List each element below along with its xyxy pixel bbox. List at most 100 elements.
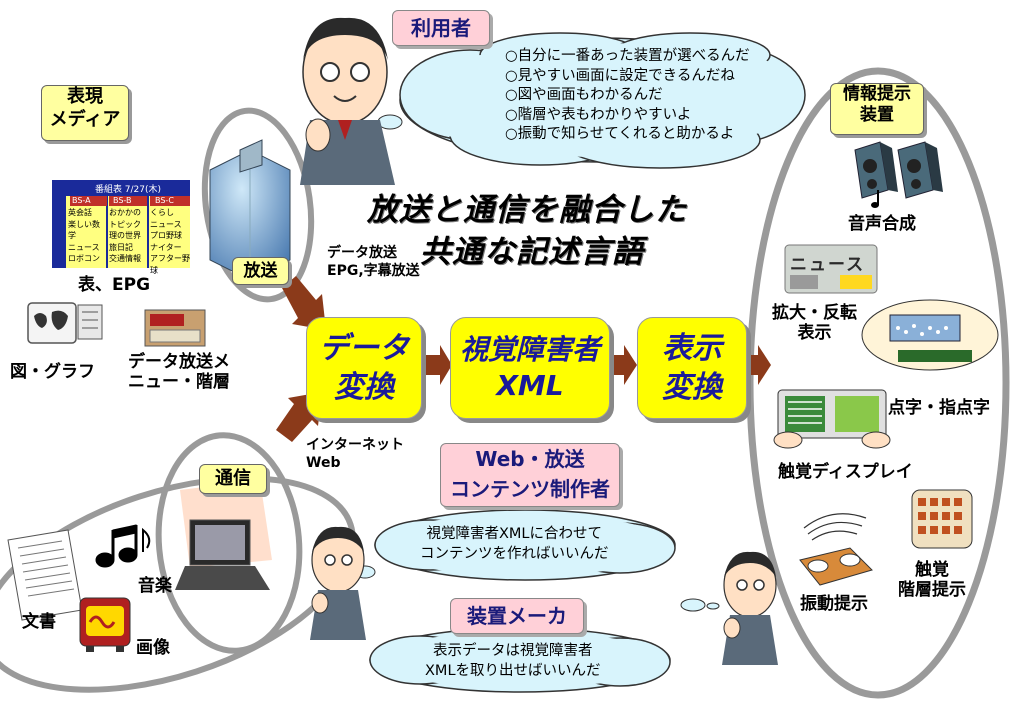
arrow-step2-to-step3 [612,345,637,385]
epg-col-3: くらし ニュース プロ野球 ナイター アフター野球 [150,207,190,276]
tactile-hierarchy-label-line: 階層提示 [898,580,966,601]
data-menu-label-line: ニュー・階層 [128,372,230,393]
magnify-label-line: 表示 [797,323,832,344]
epg-channel-1: BS-A [72,196,91,205]
user-character [300,17,395,185]
main-title-line-1: 放送と通信を融合した [367,192,687,228]
user-comment: ○図や画面もわかるんだ [505,87,663,104]
user-comment: ○見やすい画面に設定できるんだね [505,67,735,84]
epg-col-2: おかかの トピック 理の世界 旅日記 交通情報 [109,207,147,265]
vi-xml-line: XML [496,369,564,402]
display-conversion-box: 表示 変換 [637,317,747,419]
music-label: 音楽 [138,576,172,596]
broadcast-label: 放送 [232,257,289,285]
news-sign-text: ニュース [790,255,866,275]
network-desc: インターネット Web [306,437,404,472]
producer-label-line: コンテンツ制作者 [450,477,610,501]
world-map-icon [27,302,103,344]
tactile-display-label: 触覚ディスプレイ [778,462,913,482]
tactile-hierarchy-icon [911,489,973,549]
display-conversion-line: 表示 [662,331,722,366]
tv-image-icon [79,597,131,652]
maker-comment-line: 表示データは視覚障害者 [433,643,593,659]
media-label-line: メディア [49,108,121,130]
maker-label: 装置メーカ [450,598,584,634]
epg-channel-3: BS-C [155,196,174,205]
data-conversion-line: データ [319,331,409,366]
magnifier-icon [861,299,999,371]
broadcast-desc: データ放送 EPG,字幕放送 [327,245,420,280]
data-menu-label-line: データ放送メ [128,352,230,372]
speaker-icon [854,141,943,208]
vibration-icon [799,513,873,586]
network-desc-line: Web [306,454,341,471]
tactile-hierarchy-label-line: 触覚 [915,560,949,580]
producer-comment-line: 視覚障害者XMLに合わせて [426,526,603,542]
epg-cell: プロ野球 [150,231,182,240]
epg-cell: ニュース [150,219,182,229]
image-label: 画像 [136,638,170,658]
figure-graph-label: 図・グラフ [10,362,95,382]
devices-label-line: 情報提示 [843,84,911,104]
braille-label: 点字・指点字 [888,398,990,418]
maker-character [722,551,778,665]
user-comment: ○階層や表もわかりやすいよ [505,106,692,123]
broadcast-desc-line: データ放送 [327,245,397,261]
network-ellipse-inner [155,432,303,654]
music-note-icon [95,524,151,568]
tactile-board-icon [773,389,891,449]
maker-comment-line: XMLを取り出せばいいんだ [425,662,601,679]
producer-comment: 視覚障害者XMLに合わせて コンテンツを作ればいいんだ [420,525,609,564]
arrow-broadcast-to-conversion [282,276,326,330]
broadcast-ellipse [201,107,315,303]
user-comments: ○自分に一番あった装置が選べるんだ ○見やすい画面に設定できるんだね ○図や画面… [505,47,750,145]
receiver-icon [144,309,206,347]
epg-col-1: 英会話 楽しい数学 ニュース ロボコン [68,207,106,265]
display-conversion-line: 変換 [662,370,722,405]
speech-synthesis-label: 音声合成 [848,214,916,234]
vi-xml-line: 視覚障害者 [459,332,600,366]
producer-comment-line: コンテンツを作ればいいんだ [420,545,609,562]
broadcast-desc-line: EPG,字幕放送 [327,262,420,279]
epg-cell: くらし [150,208,174,217]
maker-comment: 表示データは視覚障害者 XMLを取り出せばいいんだ [425,642,601,681]
network-ellipse-outer [0,475,356,693]
epg-cell: ナイター [150,242,182,252]
data-conversion-box: データ 変換 [306,317,422,419]
document-label: 文書 [22,612,56,632]
epg-cell: ロボコン [68,254,100,263]
media-label-line: 表現 [67,86,103,107]
building-icon [209,139,291,281]
arrow-step3-to-devices [746,345,771,385]
data-menu-label: データ放送メ ニュー・階層 [128,352,230,393]
vi-xml-box: 視覚障害者 XML [450,317,610,419]
epg-cell: 英会話 [68,208,92,217]
vibration-label: 振動提示 [800,594,868,614]
epg-table-graphic [52,180,190,268]
epg-cell: トピック [109,219,141,229]
epg-cell: ニュース [68,242,100,252]
user-comment: ○振動で知らせてくれると助かるよ [505,126,735,143]
network-desc-line: インターネット [306,437,404,453]
laptop-icon [175,480,272,590]
device-ellipse [746,67,1010,699]
epg-cell: 理の世界 [109,231,141,240]
data-conversion-line: 変換 [334,370,394,405]
document-icon [7,529,83,621]
user-label: 利用者 [392,10,490,46]
news-sign-icon [784,244,878,294]
magnify-label: 拡大・反転 表示 [772,303,857,344]
epg-cell: 旅日記 [109,242,133,252]
producer-character [310,526,366,640]
epg-cell: おかかの [109,208,141,217]
epg-channel-2: BS-B [113,196,132,205]
producer-label-line: Web・放送 [475,447,585,471]
network-label: 通信 [199,464,267,494]
devices-label-line: 装置 [860,105,894,126]
magnify-label-line: 拡大・反転 [772,303,857,323]
main-title-line-2: 共通な記述言語 [420,234,644,270]
epg-cell: アフター野球 [150,254,190,275]
media-label: 表現 メディア [41,85,129,141]
